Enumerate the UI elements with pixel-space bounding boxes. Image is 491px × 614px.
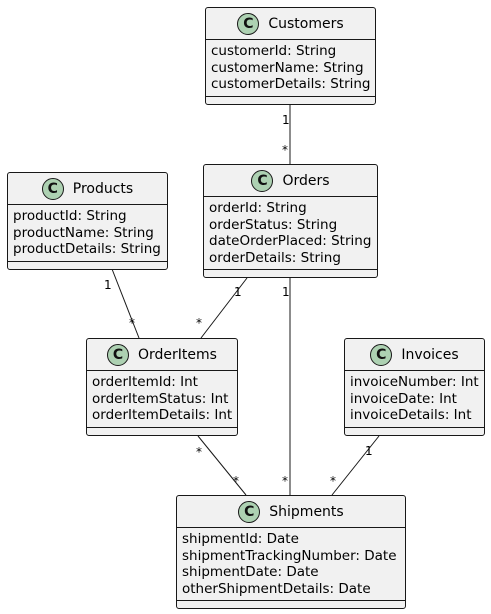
attribute: customerName: String [211, 59, 364, 76]
class-attributes: customerId: String customerName: String … [206, 40, 375, 97]
class-operations [206, 97, 375, 104]
edge-products-orderitems [111, 268, 140, 339]
attribute: orderDetails: String [209, 249, 341, 266]
attribute: orderItemDetails: Int [92, 407, 233, 423]
class-name: Invoices [401, 346, 459, 363]
class-operations [87, 428, 237, 435]
class-attributes: productId: String productName: String pr… [8, 205, 167, 262]
edge-orderitems-shipments [197, 435, 247, 496]
class-name: Orders [282, 172, 330, 189]
class-name: Customers [268, 15, 344, 32]
mult-products-orderitems-from: 1 [104, 278, 112, 292]
class-invoices[interactable]: C Invoices invoiceNumber: Int invoiceDat… [344, 338, 485, 436]
mult-invoices-shipments-from: 1 [365, 444, 373, 458]
mult-customers-orders-to: * [282, 143, 288, 157]
class-header: C Orders [204, 165, 377, 197]
class-attributes: invoiceNumber: Int invoiceDate: Int invo… [345, 371, 484, 428]
class-shipments[interactable]: C Shipments shipmentId: Date shipmentTra… [176, 495, 406, 609]
edge-orders-orderitems [200, 277, 248, 339]
class-name: Shipments [269, 503, 344, 520]
attribute: invoiceNumber: Int [350, 374, 479, 390]
mult-orders-shipments-to: * [282, 474, 288, 488]
attribute: productId: String [13, 208, 127, 224]
mult-products-orderitems-to: * [129, 316, 135, 330]
mult-orders-orderitems-from: 1 [234, 285, 242, 299]
attribute: customerId: String [211, 43, 337, 59]
class-header: C Customers [206, 8, 375, 40]
class-stereotype-icon: C [107, 343, 130, 366]
class-header: C Products [8, 173, 167, 205]
edge-invoices-shipments [331, 435, 380, 496]
attribute: productDetails: String [13, 241, 161, 257]
attribute: orderItemStatus: Int [92, 390, 229, 407]
attribute: shipmentTrackingNumber: Date [182, 547, 397, 564]
attribute: dateOrderPlaced: String [209, 233, 372, 249]
class-header: C Invoices [345, 339, 484, 371]
class-attributes: orderItemId: Int orderItemStatus: Int or… [87, 371, 237, 428]
class-products[interactable]: C Products productId: String productName… [7, 172, 168, 270]
class-header: C OrderItems [87, 339, 237, 371]
attribute: orderItemId: Int [92, 374, 198, 390]
class-stereotype-icon: C [370, 343, 393, 366]
attribute: invoiceDate: Int [350, 390, 457, 407]
mult-orderitems-shipments-from: * [196, 445, 202, 459]
class-name: Products [72, 180, 134, 197]
attribute: shipmentId: Date [182, 531, 299, 547]
attribute: orderStatus: String [209, 216, 338, 233]
class-name: OrderItems [138, 346, 217, 363]
mult-customers-orders-from: 1 [282, 113, 290, 127]
class-orders[interactable]: C Orders orderId: String orderStatus: St… [203, 164, 378, 278]
mult-invoices-shipments-to: * [330, 474, 336, 488]
mult-orderitems-shipments-to: * [233, 474, 239, 488]
class-stereotype-icon: C [237, 12, 260, 35]
mult-orders-shipments-from: 1 [282, 285, 290, 299]
class-attributes: orderId: String orderStatus: String date… [204, 197, 377, 270]
attribute: invoiceDetails: Int [350, 407, 472, 423]
attribute: customerDetails: String [211, 76, 371, 92]
attribute: productName: String [13, 224, 154, 241]
class-orderitems[interactable]: C OrderItems orderItemId: Int orderItemS… [86, 338, 238, 436]
class-operations [345, 428, 484, 435]
class-attributes: shipmentId: Date shipmentTrackingNumber:… [177, 528, 405, 601]
mult-orders-orderitems-to: * [196, 316, 202, 330]
attribute: orderId: String [209, 200, 307, 216]
class-stereotype-icon: C [251, 169, 274, 192]
class-stereotype-icon: C [238, 500, 261, 523]
class-stereotype-icon: C [41, 177, 64, 200]
class-customers[interactable]: C Customers customerId: String customerN… [205, 7, 376, 105]
class-operations [177, 601, 405, 608]
class-operations [204, 270, 377, 277]
attribute: shipmentDate: Date [182, 564, 319, 580]
class-header: C Shipments [177, 496, 405, 528]
attribute: otherShipmentDetails: Date [182, 580, 371, 597]
class-operations [8, 262, 167, 269]
